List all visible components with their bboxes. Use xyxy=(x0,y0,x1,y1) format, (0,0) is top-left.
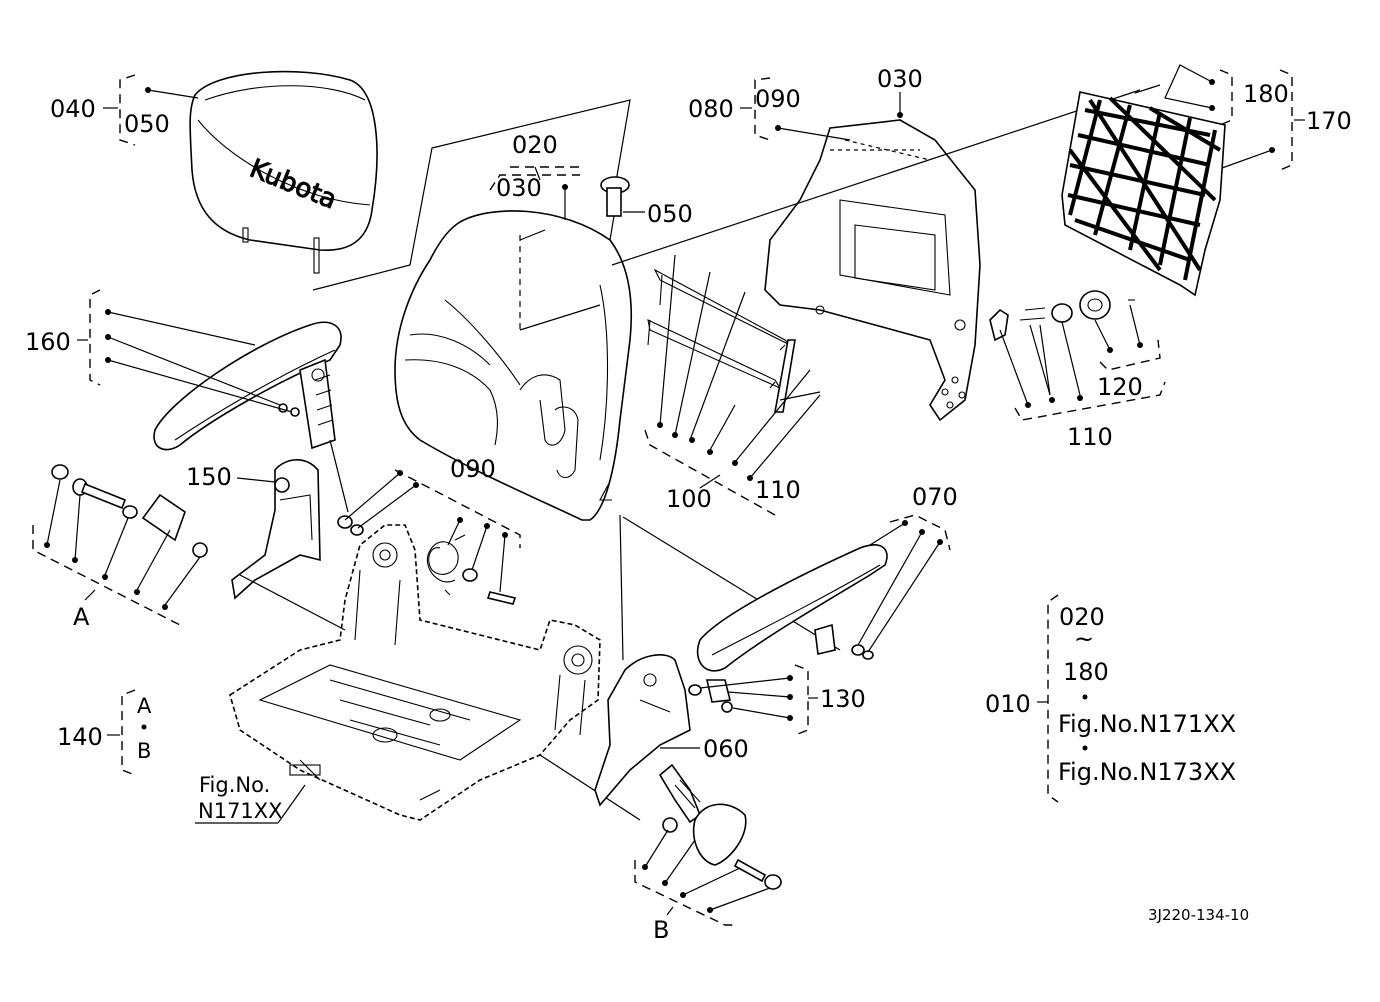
headrest: Kubota xyxy=(189,70,378,274)
label-030-back: 030 xyxy=(496,174,542,202)
label-070: 070 xyxy=(912,483,958,511)
label-160: 160 xyxy=(25,328,71,356)
adjustment-knob xyxy=(600,176,630,241)
label-140: 140 xyxy=(57,723,103,751)
fig-ref-line-2: N171XX xyxy=(198,799,283,823)
label-080: 080 xyxy=(688,95,734,123)
left-armrest xyxy=(153,321,342,451)
label-030-top: 030 xyxy=(877,65,923,93)
legend-fig-n171xx: Fig.No.N171XX xyxy=(1058,710,1236,738)
label-010: 010 xyxy=(985,690,1031,718)
label-050-headrest: 050 xyxy=(124,110,170,138)
label-180-top: 180 xyxy=(1243,80,1289,108)
label-130: 130 xyxy=(820,685,866,713)
label-090-mid: 090 xyxy=(450,455,496,483)
label-060: 060 xyxy=(703,735,749,763)
right-armrest xyxy=(696,544,888,672)
assembly-legend: 010 020 ~ 180 Fig.No.N171XX Fig.No.N173X… xyxy=(985,594,1236,803)
label-150: 150 xyxy=(186,463,232,491)
label-110-mid: 110 xyxy=(755,476,801,504)
hardware-group-a xyxy=(51,464,208,558)
label-170: 170 xyxy=(1306,107,1352,135)
seat-pan-frame xyxy=(229,524,601,821)
fig-ref-line-1: Fig.No. xyxy=(199,773,270,797)
net-pocket xyxy=(1061,91,1226,297)
label-100: 100 xyxy=(666,485,712,513)
right-side-cover xyxy=(594,654,691,807)
label-090-top: 090 xyxy=(755,85,801,113)
label-group-b: B xyxy=(653,916,669,944)
label-group-a: A xyxy=(73,603,90,631)
label-050-knob: 050 xyxy=(647,200,693,228)
recliner-hardware xyxy=(989,290,1135,342)
legend-020: 020 xyxy=(1059,603,1105,631)
label-140-a: A xyxy=(137,694,152,718)
label-140-b: B xyxy=(137,739,151,763)
legend-180: 180 xyxy=(1063,658,1109,686)
drawing-code: 3J220-134-10 xyxy=(1148,906,1249,924)
label-040: 040 xyxy=(50,95,96,123)
label-120: 120 xyxy=(1097,373,1143,401)
seat-back-cushion xyxy=(394,210,633,521)
legend-fig-n173xx: Fig.No.N173XX xyxy=(1058,758,1236,786)
legend-tilde: ~ xyxy=(1074,625,1094,653)
hardware-group-b xyxy=(658,763,782,890)
left-side-cover xyxy=(231,459,321,600)
label-020: 020 xyxy=(512,131,558,159)
spring-assembly xyxy=(337,515,517,605)
back-frame xyxy=(764,119,981,422)
label-110-right: 110 xyxy=(1067,423,1113,451)
